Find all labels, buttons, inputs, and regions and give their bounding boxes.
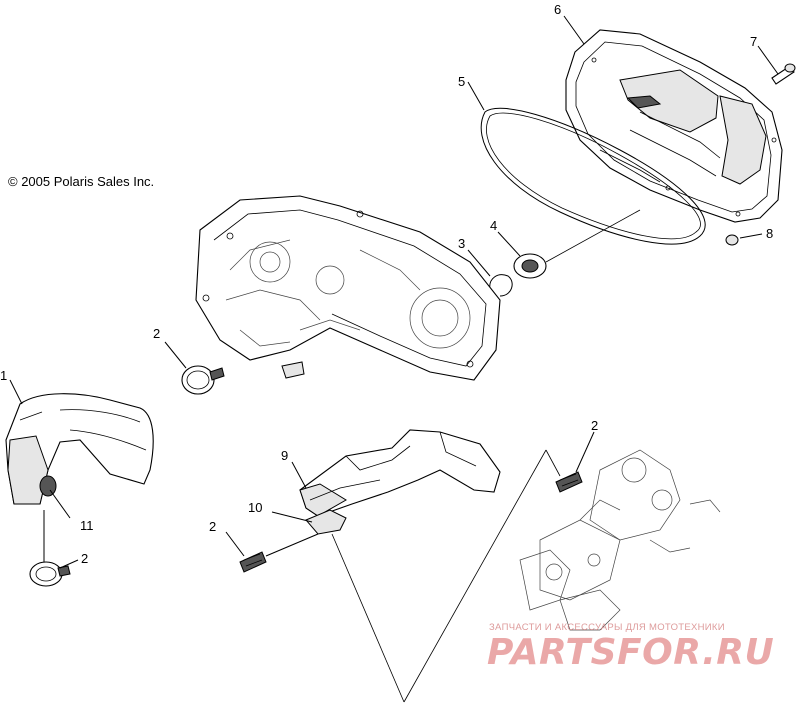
gasket-part-5	[467, 81, 706, 245]
snap-ring-part-3	[467, 249, 513, 297]
engine-partial-right	[519, 449, 721, 631]
watermark-brand: PARTSFOR.RU	[487, 632, 774, 673]
clutch-outer-cover-part-6	[565, 29, 783, 223]
callout-10: 10	[248, 500, 262, 515]
callout-2-lower-left: 2	[81, 551, 88, 566]
hose-clamp-screw-right	[555, 431, 595, 493]
hose-clamp-lower-left	[29, 510, 79, 587]
intake-duct-part-1	[5, 379, 154, 519]
bolt-part-7	[757, 45, 796, 85]
callout-2-upper: 2	[153, 326, 160, 341]
hose-clamp-upper	[164, 341, 225, 395]
callout-7: 7	[750, 34, 757, 49]
callout-11: 11	[80, 518, 94, 533]
callout-2-middle: 2	[209, 519, 216, 534]
guide-lines	[331, 449, 561, 703]
flange-part-10	[271, 509, 347, 535]
bearing-part-4	[497, 209, 641, 279]
callout-4: 4	[490, 218, 497, 233]
outlet-duct-part-9	[291, 429, 501, 517]
hose-clamp-screw-middle	[225, 531, 319, 573]
watermark: ЗАПЧАСТИ И АКСЕССУАРЫ ДЛЯ МОТОТЕХНИКИ PA…	[487, 622, 774, 673]
watermark-tagline: ЗАПЧАСТИ И АКСЕССУАРЫ ДЛЯ МОТОТЕХНИКИ	[489, 622, 725, 633]
callout-3: 3	[458, 236, 465, 251]
callout-8: 8	[766, 226, 773, 241]
callout-labels: 1 2 2 2 2 3 4 5 6 7 8 9 10 11	[0, 2, 773, 566]
callout-1: 1	[0, 368, 7, 383]
nut-part-8	[725, 233, 763, 246]
copyright-text: © 2005 Polaris Sales Inc.	[8, 174, 154, 189]
callout-2-right: 2	[591, 418, 598, 433]
callout-5: 5	[458, 74, 465, 89]
callout-6: 6	[554, 2, 561, 17]
transmission-housing	[195, 195, 501, 381]
callout-9: 9	[281, 448, 288, 463]
